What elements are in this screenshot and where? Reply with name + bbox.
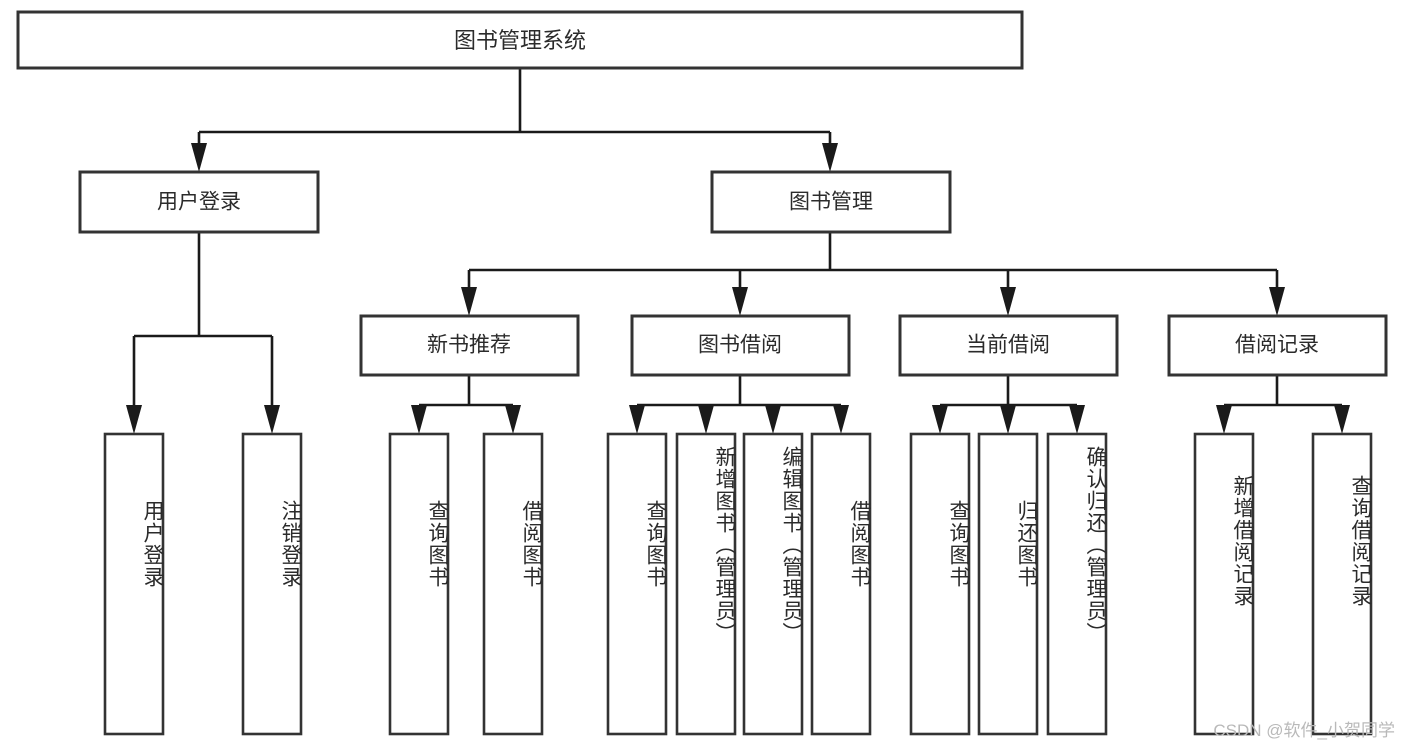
- node-current-borrow[interactable]: 当前借阅: [898, 314, 1119, 377]
- arrow-head-icon: [698, 405, 714, 434]
- arrow-head-icon: [765, 405, 781, 434]
- arrow-head-icon: [932, 405, 948, 434]
- node-user-login-box[interactable]: [78, 170, 320, 234]
- node-book-borrow-label: 图书借阅: [698, 334, 782, 357]
- leaf-box-edit-book-admin[interactable]: [742, 432, 804, 736]
- node-borrow-record-label: 借阅记录: [1235, 334, 1319, 357]
- leaf-box-query-book-1[interactable]: [388, 432, 450, 736]
- arrow-head-icon: [264, 405, 280, 434]
- arrow-head-icon: [1334, 405, 1350, 434]
- node-user-login-label: 用户登录: [157, 191, 241, 214]
- arrow-head-icon: [191, 143, 207, 172]
- arrow-head-icon: [629, 405, 645, 434]
- arrow-head-icon: [1000, 287, 1016, 316]
- leaf-box-query-book-2[interactable]: [606, 432, 668, 736]
- node-book-management-box[interactable]: [710, 170, 952, 234]
- node-root[interactable]: 图书管理系统: [16, 10, 1024, 70]
- arrow-head-icon: [411, 405, 427, 434]
- node-root-label: 图书管理系统: [454, 28, 586, 53]
- node-book-management[interactable]: 图书管理: [710, 170, 952, 234]
- node-user-login[interactable]: 用户登录: [78, 170, 320, 234]
- leaf-box-query-book-3[interactable]: [909, 432, 971, 736]
- node-book-borrow-box[interactable]: [630, 314, 851, 377]
- leaf-box-add-borrow-record[interactable]: [1193, 432, 1255, 736]
- arrow-head-icon: [822, 143, 838, 172]
- leaf-box-logout[interactable]: [241, 432, 303, 736]
- leaf-box-user-login[interactable]: [103, 432, 165, 736]
- arrow-head-icon: [1269, 287, 1285, 316]
- node-borrow-record-box[interactable]: [1167, 314, 1388, 377]
- arrow-head-icon: [505, 405, 521, 434]
- leaf-box-borrow-book-2[interactable]: [810, 432, 872, 736]
- arrow-head-icon: [1216, 405, 1232, 434]
- leaf-box-confirm-return-admin[interactable]: [1046, 432, 1108, 736]
- leaf-box-query-borrow-record[interactable]: [1311, 432, 1373, 736]
- node-new-book-recommend-box[interactable]: [359, 314, 580, 377]
- arrow-head-icon: [1069, 405, 1085, 434]
- leaf-box-return-book[interactable]: [977, 432, 1039, 736]
- node-new-book-recommend-label: 新书推荐: [427, 334, 511, 357]
- node-book-management-label: 图书管理: [789, 191, 873, 214]
- leaf-box-borrow-book-1[interactable]: [482, 432, 544, 736]
- node-root-box[interactable]: [16, 10, 1024, 70]
- arrow-head-icon: [833, 405, 849, 434]
- node-borrow-record[interactable]: 借阅记录: [1167, 314, 1388, 377]
- node-current-borrow-label: 当前借阅: [966, 334, 1050, 357]
- arrow-head-icon: [1000, 405, 1016, 434]
- arrow-head-icon: [126, 405, 142, 434]
- node-new-book-recommend[interactable]: 新书推荐: [359, 314, 580, 377]
- edges-layer: [126, 68, 1350, 434]
- watermark: CSDN @软件_小贺同学: [1213, 721, 1395, 740]
- leaf-box-add-book-admin[interactable]: [675, 432, 737, 736]
- node-current-borrow-box[interactable]: [898, 314, 1119, 377]
- arrow-head-icon: [461, 287, 477, 316]
- nodes-layer: 图书管理系统 用户登录 图书管理 新书推荐 图书借阅: [16, 10, 1388, 736]
- node-book-borrow[interactable]: 图书借阅: [630, 314, 851, 377]
- arrow-head-icon: [732, 287, 748, 316]
